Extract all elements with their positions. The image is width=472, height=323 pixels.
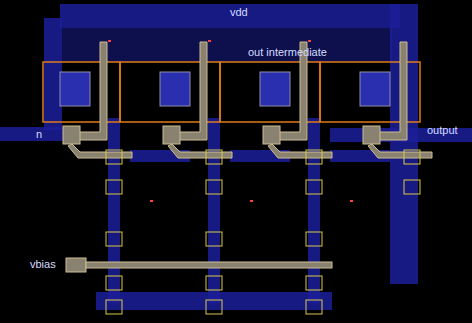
poly-pad (363, 126, 380, 144)
poly (63, 42, 432, 272)
metal1 (0, 4, 472, 310)
marker (308, 40, 311, 42)
input-wire (0, 127, 66, 141)
via (206, 150, 222, 164)
gate-poly (78, 42, 107, 140)
via (306, 300, 322, 314)
via (106, 180, 122, 194)
marker (350, 200, 353, 202)
via-marks (106, 150, 420, 314)
markers (108, 40, 353, 202)
marker (208, 40, 211, 42)
via (106, 300, 122, 314)
metal-wire (44, 18, 62, 130)
via (206, 180, 222, 194)
metal-wire (62, 28, 392, 62)
via (306, 150, 322, 164)
via (404, 150, 420, 164)
via (306, 180, 322, 194)
gate-poly (178, 42, 207, 140)
poly-pad (63, 126, 80, 144)
pmos-active (43, 62, 120, 122)
net-label: out intermediate (248, 46, 327, 58)
bias-poly (86, 262, 332, 268)
gate-poly (378, 42, 407, 140)
contact (260, 72, 290, 106)
contact (160, 72, 190, 106)
via (106, 276, 122, 290)
contacts (60, 72, 390, 106)
via (306, 276, 322, 290)
via (306, 232, 322, 246)
via (206, 300, 222, 314)
pin-label: vbias (30, 258, 56, 270)
contact (360, 72, 390, 106)
metal-wire (108, 118, 120, 303)
pin-label: n (36, 128, 42, 140)
contact (60, 72, 90, 106)
via (106, 232, 122, 246)
via (206, 232, 222, 246)
metal-wire (308, 118, 320, 303)
marker (150, 200, 153, 202)
gate-poly (368, 144, 432, 158)
marker (250, 200, 253, 202)
poly-pad (163, 126, 180, 144)
net-label: vdd (230, 6, 248, 18)
metal-wire (208, 118, 220, 303)
pin-label: output (427, 124, 458, 136)
via (404, 180, 420, 194)
poly-pad (66, 258, 86, 272)
marker (108, 40, 111, 42)
via (206, 276, 222, 290)
via (106, 150, 122, 164)
vdd-rail (60, 4, 400, 28)
poly-pad (263, 126, 280, 144)
ground-rail (96, 292, 332, 310)
